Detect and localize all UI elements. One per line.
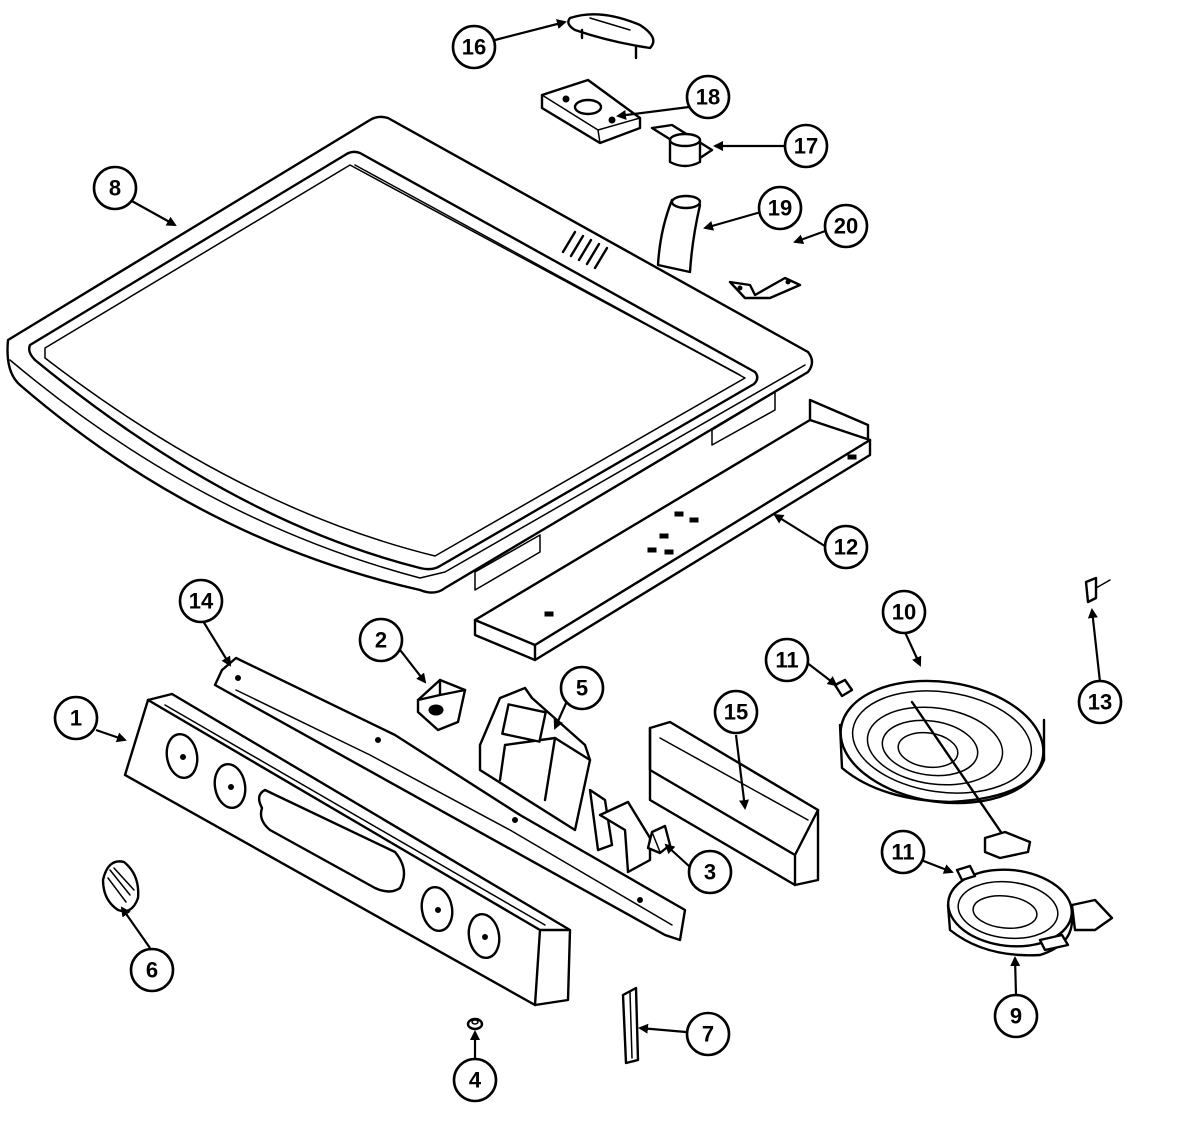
- callout-5: 5: [559, 665, 605, 711]
- svg-text:16: 16: [462, 35, 486, 60]
- control-bracket-part: [478, 686, 652, 874]
- badge-part: [567, 13, 655, 60]
- callout-11a: 11: [764, 637, 810, 683]
- callout-20: 20: [823, 203, 869, 249]
- channel-bracket-part: [473, 398, 872, 662]
- conduit-part: [656, 194, 702, 274]
- svg-text:2: 2: [375, 628, 387, 653]
- svg-text:19: 19: [768, 196, 792, 221]
- knob-openings: [165, 732, 501, 960]
- switch-plate-part: [540, 78, 642, 145]
- leader-lines: [95, 19, 1102, 1058]
- svg-text:12: 12: [834, 535, 858, 560]
- callout-18: 18: [685, 74, 731, 120]
- duct-part: [648, 720, 820, 887]
- rail-part: [213, 656, 687, 942]
- callout-10: 10: [881, 589, 927, 635]
- indicator-lamp-part: [650, 123, 714, 168]
- callout-13: 13: [1077, 679, 1123, 725]
- svg-text:3: 3: [704, 860, 716, 885]
- svg-text:11: 11: [775, 648, 798, 673]
- svg-text:10: 10: [892, 600, 916, 625]
- svg-text:5: 5: [576, 676, 588, 701]
- svg-text:7: 7: [702, 1022, 714, 1047]
- callout-12: 12: [823, 524, 869, 570]
- svg-text:4: 4: [469, 1068, 482, 1093]
- callout-7: 7: [685, 1011, 731, 1057]
- small-surface-element-part: [946, 864, 1114, 957]
- callout-9: 9: [993, 993, 1039, 1039]
- callout-19: 19: [757, 185, 803, 231]
- svg-text:15: 15: [724, 700, 748, 725]
- callout-16: 16: [451, 24, 497, 70]
- svg-text:8: 8: [109, 176, 121, 201]
- cooktop-frame-part: [6, 115, 814, 594]
- svg-text:18: 18: [696, 85, 720, 110]
- control-panel-part: [123, 692, 572, 1007]
- large-surface-element-part: [833, 678, 1046, 860]
- callout-labels: 1 2 3 4 5 6 7 8 9 10 11 11 12 13 14 15 1…: [53, 24, 1123, 1103]
- svg-text:14: 14: [189, 589, 214, 614]
- callout-11b: 11: [880, 829, 926, 875]
- spring-clip-part: [1084, 576, 1111, 604]
- rotary-switch-part: [416, 678, 467, 732]
- svg-text:9: 9: [1010, 1004, 1022, 1029]
- svg-text:1: 1: [70, 706, 82, 731]
- vent-slots: [561, 230, 609, 270]
- callout-6: 6: [129, 947, 175, 993]
- callout-3: 3: [687, 849, 733, 895]
- callout-4: 4: [452, 1057, 498, 1103]
- svg-text:20: 20: [834, 214, 858, 239]
- callout-2: 2: [358, 617, 404, 663]
- small-bracket-part: [728, 276, 802, 300]
- callout-14: 14: [178, 578, 224, 624]
- svg-text:11: 11: [891, 840, 914, 865]
- callout-1: 1: [53, 695, 99, 741]
- svg-text:17: 17: [794, 134, 818, 159]
- svg-text:13: 13: [1088, 690, 1112, 715]
- callout-8: 8: [92, 165, 138, 211]
- svg-text:6: 6: [146, 958, 158, 983]
- callout-17: 17: [783, 123, 829, 169]
- grommet-part: [466, 1017, 484, 1031]
- callout-15: 15: [713, 689, 759, 735]
- terminal-block-part: [646, 824, 672, 855]
- control-knob-part: [101, 860, 140, 913]
- clip-part: [621, 986, 640, 1065]
